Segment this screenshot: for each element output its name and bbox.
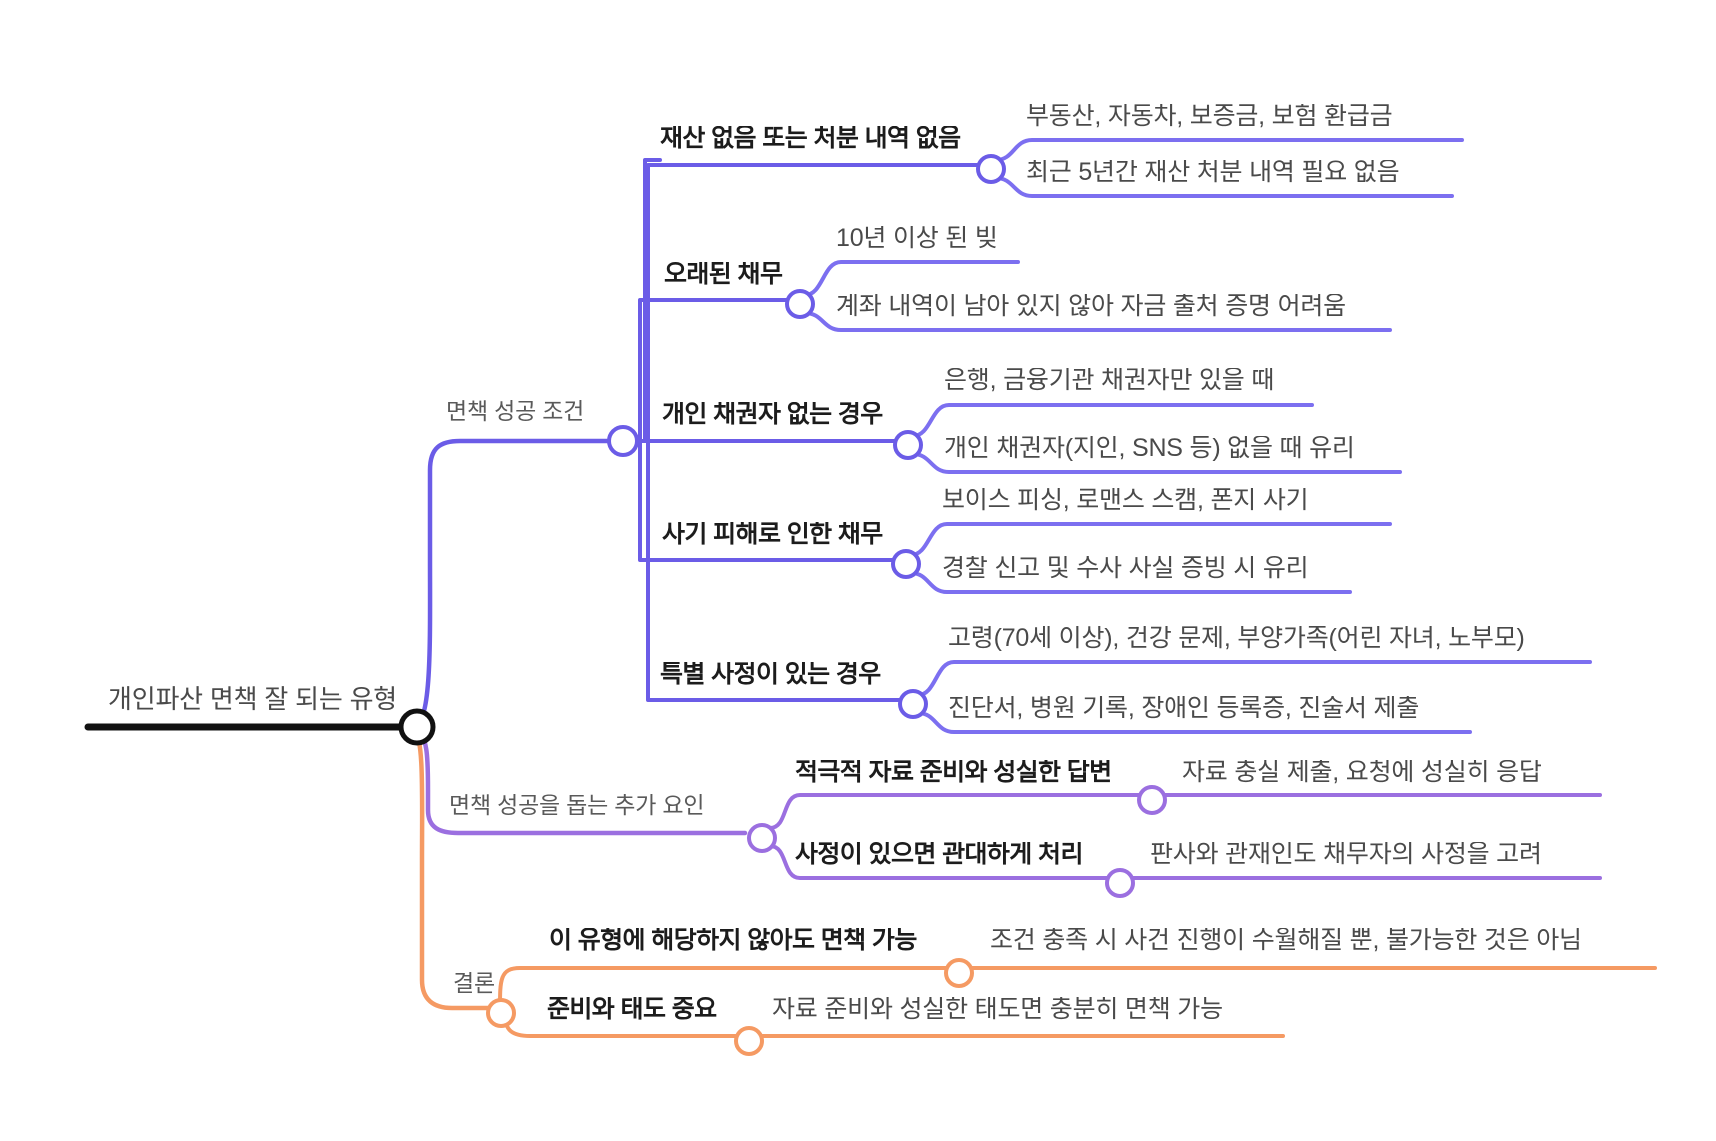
link-root-to-cat3	[411, 730, 503, 1011]
category1-label: 면책 성공 조건	[446, 400, 585, 424]
node-topic5[interactable]	[898, 689, 928, 719]
topic2-leaf1: 10년 이상 된 빚	[836, 226, 998, 252]
leaf-t4-a-line	[909, 522, 1392, 557]
node-topic7[interactable]	[1105, 868, 1135, 898]
node-topic9[interactable]	[734, 1026, 764, 1056]
topic5-leaf1: 고령(70세 이상), 건강 문제, 부양가족(어린 자녀, 노부모)	[948, 626, 1525, 652]
node-topic8[interactable]	[944, 958, 974, 988]
topic2-label: 오래된 채무	[664, 262, 783, 288]
category3-label-clip: 결론	[453, 972, 563, 1012]
topic2-label-clip: 오래된 채무	[664, 262, 804, 302]
root-label: 개인파산 면책 잘 되는 유형	[108, 686, 398, 714]
node-topic3[interactable]	[893, 430, 923, 460]
topic7-leaf1-clip: 판사와 관재인도 채무자의 사정을 고려	[1150, 842, 1602, 882]
topic1-leaf2: 최근 5년간 재산 처분 내역 필요 없음	[1026, 160, 1400, 186]
topic8-leaf1: 조건 충족 시 사건 진행이 수월해질 뿐, 불가능한 것은 아님	[990, 928, 1582, 954]
topic6-leaf1: 자료 충실 제출, 요청에 성실히 응답	[1182, 760, 1542, 786]
topic3-leaf2-clip: 개인 채권자(지인, SNS 등) 없을 때 유리	[944, 436, 1404, 476]
node-cat2[interactable]	[747, 823, 777, 853]
topic4-leaf2-clip: 경찰 신고 및 수사 사실 증빙 시 유리	[942, 556, 1352, 596]
category1-label-clip: 면책 성공 조건	[446, 400, 622, 440]
topic8-label-clip: 이 유형에 해당하지 않아도 면책 가능	[549, 928, 955, 968]
topic3-leaf1-clip: 은행, 금융기관 채권자만 있을 때	[944, 368, 1316, 408]
leaf-t2-a-line	[803, 260, 1020, 297]
topic3-label: 개인 채권자 없는 경우	[662, 402, 883, 428]
topic4-leaf1-clip: 보이스 피싱, 로맨스 스캠, 폰지 사기	[942, 488, 1394, 528]
node-cat1[interactable]	[607, 425, 639, 457]
leaf-t5-a-line	[916, 660, 1592, 697]
link-root-to-cat1	[411, 438, 613, 728]
topic8-leaf1-clip: 조건 충족 시 사건 진행이 수월해질 뿐, 불가능한 것은 아님	[990, 928, 1658, 968]
node-topic1[interactable]	[976, 154, 1006, 184]
topic2-leaf1-clip: 10년 이상 된 빚	[836, 226, 1022, 266]
topic4-label-clip: 사기 피해로 인한 채무	[662, 522, 908, 562]
category2-label: 면책 성공을 돕는 추가 요인	[449, 794, 705, 818]
topic6-label-clip: 적극적 자료 준비와 성실한 답변	[795, 760, 1153, 800]
link-cat2-t7	[768, 844, 1130, 880]
node-root[interactable]	[398, 708, 436, 746]
node-topic6[interactable]	[1137, 785, 1167, 815]
topic7-label: 사정이 있으면 관대하게 처리	[795, 842, 1083, 868]
topic9-leaf1: 자료 준비와 성실한 태도면 충분히 면책 가능	[772, 997, 1223, 1023]
topic2-leaf2: 계좌 내역이 남아 있지 않아 자금 출처 증명 어려움	[836, 294, 1346, 320]
topic7-label-clip: 사정이 있으면 관대하게 처리	[795, 842, 1121, 882]
topic1-label-clip: 재산 없음 또는 처분 내역 없음	[660, 126, 994, 166]
topic1-leaf1-clip: 부동산, 자동차, 보증금, 보험 환급금	[1026, 104, 1466, 144]
topic4-leaf1: 보이스 피싱, 로맨스 스캠, 폰지 사기	[942, 488, 1309, 514]
topic3-leaf1: 은행, 금융기관 채권자만 있을 때	[944, 368, 1275, 394]
topic8-label: 이 유형에 해당하지 않아도 면책 가능	[549, 928, 917, 954]
topic9-label-clip: 준비와 태도 중요	[547, 997, 753, 1037]
leaf-t3-a-line	[911, 403, 1314, 438]
category3-label: 결론	[453, 972, 495, 996]
link-cat1-t1	[646, 163, 987, 443]
node-cat3[interactable]	[486, 998, 516, 1028]
topic5-leaf2: 진단서, 병원 기록, 장애인 등록증, 진술서 제출	[948, 696, 1420, 722]
node-topic2[interactable]	[785, 289, 815, 319]
link-cat1-t2	[638, 298, 792, 443]
link-cat1-t5	[646, 439, 907, 702]
topic1-leaf1: 부동산, 자동차, 보증금, 보험 환급금	[1026, 104, 1393, 130]
link-cat2-t6	[768, 793, 1162, 830]
topic6-leaf1-clip: 자료 충실 제출, 요청에 성실히 응답	[1182, 760, 1602, 800]
topic9-leaf1-clip: 자료 준비와 성실한 태도면 충분히 면책 가능	[772, 997, 1282, 1037]
topic5-leaf1-clip: 고령(70세 이상), 건강 문제, 부양가족(어린 자녀, 노부모)	[948, 626, 1596, 666]
topic5-label: 특별 사정이 있는 경우	[660, 662, 881, 688]
topic3-leaf2: 개인 채권자(지인, SNS 등) 없을 때 유리	[944, 436, 1355, 462]
link-cat1-t4	[638, 439, 900, 562]
topic3-label-clip: 개인 채권자 없는 경우	[662, 402, 910, 442]
topic9-label: 준비와 태도 중요	[547, 997, 717, 1023]
topic7-leaf1: 판사와 관재인도 채무자의 사정을 고려	[1150, 842, 1542, 868]
category2-label-clip: 면책 성공을 돕는 추가 요인	[449, 794, 761, 834]
topic1-label: 재산 없음 또는 처분 내역 없음	[660, 126, 961, 152]
node-topic4[interactable]	[891, 549, 921, 579]
topic2-leaf2-clip: 계좌 내역이 남아 있지 않아 자금 출처 증명 어려움	[836, 294, 1394, 334]
topic1-leaf2-clip: 최근 5년간 재산 처분 내역 필요 없음	[1026, 160, 1454, 200]
root-label-clip: 개인파산 면책 잘 되는 유형	[108, 686, 420, 726]
topic5-leaf2-clip: 진단서, 병원 기록, 장애인 등록증, 진술서 제출	[948, 696, 1476, 736]
topic6-label: 적극적 자료 준비와 성실한 답변	[795, 760, 1112, 786]
topic4-leaf2: 경찰 신고 및 수사 사실 증빙 시 유리	[942, 556, 1309, 582]
topic5-label-clip: 특별 사정이 있는 경우	[660, 662, 916, 702]
topic4-label: 사기 피해로 인한 채무	[662, 522, 883, 548]
